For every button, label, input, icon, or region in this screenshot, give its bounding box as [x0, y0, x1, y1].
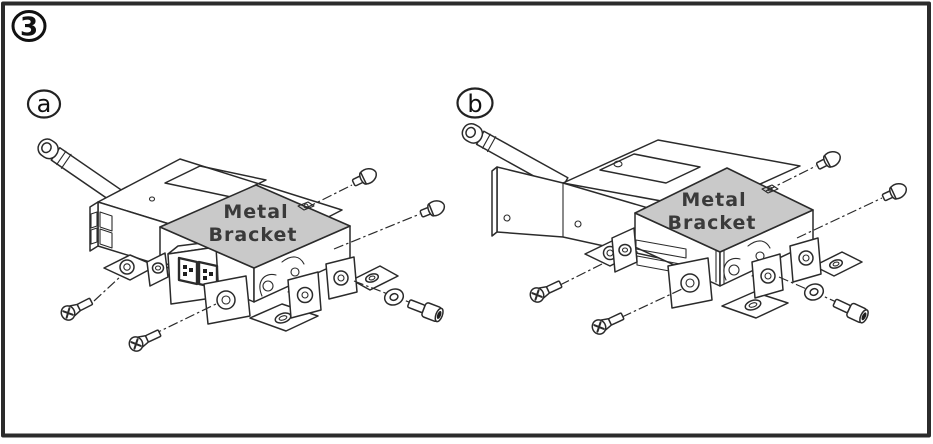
variant-b-badge: b: [456, 87, 494, 119]
variant-a-label: a: [37, 90, 52, 118]
bracket-label-b-line1: Metal: [681, 189, 746, 211]
fasteners-a: [57, 164, 448, 355]
leader-line: [796, 197, 883, 239]
metal-bracket-a: Metal Bracket: [159, 184, 351, 269]
bracket-base-a: [103, 225, 399, 332]
variant-a-circle-icon: [26, 89, 62, 119]
assembly-b: b: [456, 87, 910, 338]
leader-line: [353, 280, 415, 305]
bracket-label-a-line1: Metal: [223, 201, 288, 223]
bracket-ears-b: [611, 227, 822, 309]
step-badge-circle-icon: [11, 10, 47, 42]
leader-line: [559, 263, 603, 286]
bracket-label-a-line2: Bracket: [208, 224, 297, 246]
leader-line: [93, 275, 122, 302]
variant-a-badge: a: [26, 89, 62, 119]
step-number: 3: [20, 13, 38, 43]
leader-line: [305, 184, 353, 209]
connector-port-1: [177, 256, 199, 286]
variant-b-circle-icon: [456, 87, 494, 119]
bracket-base-b: [584, 209, 863, 319]
variant-b-label: b: [467, 90, 482, 118]
flange-right-b: [813, 251, 863, 277]
assembly-a: a: [26, 89, 448, 355]
fasteners-b: [526, 147, 910, 338]
metal-bracket-b: Metal Bracket: [634, 167, 814, 253]
leader-line: [765, 165, 817, 192]
step-badge: 3: [11, 10, 47, 43]
leader-line: [151, 303, 217, 336]
leader-line: [621, 288, 683, 318]
bracket-ears-a: [146, 252, 358, 325]
leader-line: [333, 213, 421, 250]
bracket-label-b-line2: Bracket: [667, 212, 756, 234]
flange-bottom-b: [721, 291, 789, 319]
